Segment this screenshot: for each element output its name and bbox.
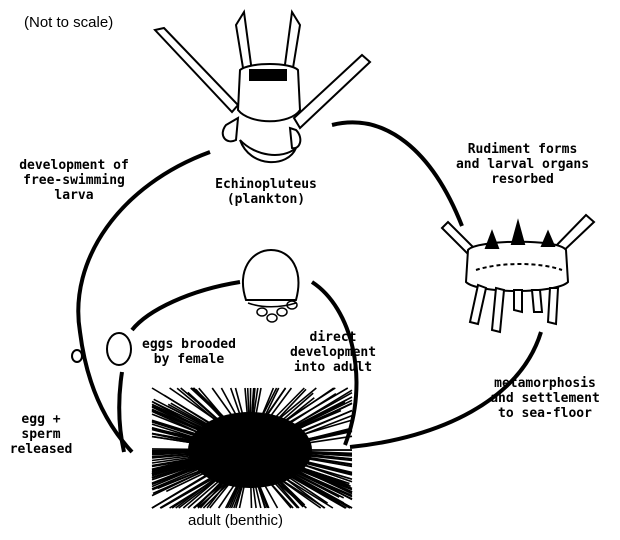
egg-icon xyxy=(71,349,83,363)
metamorphosis-label: metamorphosis and settlement to sea-floo… xyxy=(490,376,600,421)
development-label: development of free-swimming larva xyxy=(19,158,129,203)
adult-sea-urchin-icon xyxy=(151,387,353,509)
brooded-label: eggs brooded by female xyxy=(142,337,236,367)
brooded-embryo-icon xyxy=(241,248,300,323)
brood-arc-left xyxy=(130,280,241,332)
adult-stage-label: adult (benthic) xyxy=(188,512,284,529)
cycle-arc-top-right xyxy=(331,120,464,227)
brood-arc-down xyxy=(117,371,126,453)
direct-arc xyxy=(310,280,359,446)
metamorphosing-larva-icon xyxy=(440,213,596,334)
egg-sperm-label: egg + sperm released xyxy=(9,412,73,457)
cycle-arc-left xyxy=(76,150,211,454)
echinopluteus-larva-icon xyxy=(153,9,372,163)
rudiment-label: Rudiment forms and larval organs resorbe… xyxy=(455,142,590,187)
direct-development-label: direct development into adult xyxy=(289,330,377,375)
cycle-arc-bottom-right xyxy=(349,331,543,449)
larva-stage-label: Echinopluteus (plankton) xyxy=(215,177,317,207)
not-to-scale-note: (Not to scale) xyxy=(24,14,114,31)
brooded-egg-icon xyxy=(106,332,132,366)
